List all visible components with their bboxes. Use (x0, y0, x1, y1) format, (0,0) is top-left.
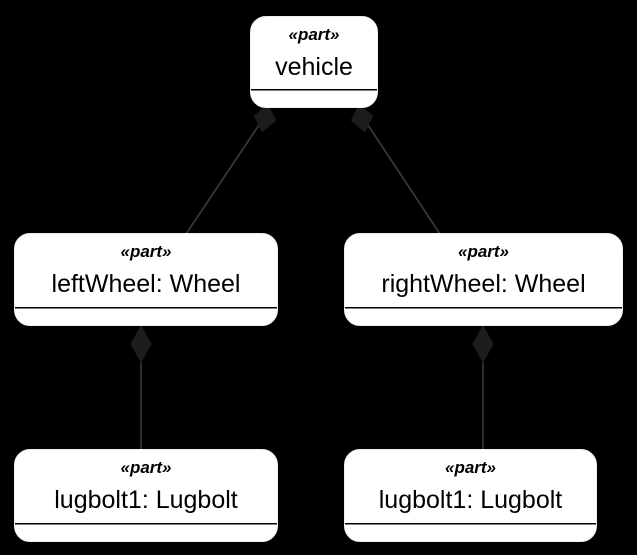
node-rightwheel-label: rightWheel: Wheel (381, 270, 586, 298)
node-vehicle-body: «part» vehicle (251, 26, 377, 80)
node-lugbolt-right-divider (345, 523, 596, 526)
node-vehicle-stereotype: «part» (288, 25, 340, 44)
node-leftwheel[interactable]: «part» leftWheel: Wheel (14, 233, 278, 326)
composition-diamond-leftwheel-lugbolt (130, 324, 152, 364)
edge-vehicle-leftwheel (185, 115, 266, 235)
node-lugbolt-left-divider (15, 523, 277, 526)
node-lugbolt-right-compartment (345, 525, 596, 541)
node-vehicle-divider (251, 89, 377, 92)
node-leftwheel-label: leftWheel: Wheel (51, 270, 241, 298)
node-leftwheel-compartment (15, 309, 277, 325)
node-lugbolt-right-label: lugbolt1: Lugbolt (378, 486, 563, 514)
node-leftwheel-divider (15, 307, 277, 310)
node-lugbolt-left[interactable]: «part» lugbolt1: Lugbolt (14, 449, 278, 542)
node-rightwheel-stereotype: «part» (457, 242, 510, 261)
composition-diamond-rightwheel-lugbolt (472, 324, 494, 364)
node-lugbolt-left-compartment (15, 525, 277, 541)
node-lugbolt-left-label: lugbolt1: Lugbolt (54, 486, 238, 514)
node-lugbolt-right-stereotype: «part» (444, 458, 497, 477)
node-rightwheel-body: «part» rightWheel: Wheel (345, 243, 622, 297)
node-leftwheel-body: «part» leftWheel: Wheel (15, 243, 277, 297)
node-vehicle-label: vehicle (275, 53, 353, 81)
node-rightwheel[interactable]: «part» rightWheel: Wheel (344, 233, 623, 326)
node-rightwheel-compartment (345, 309, 622, 325)
edge-vehicle-rightwheel (361, 115, 441, 235)
node-rightwheel-divider (345, 307, 622, 310)
node-vehicle[interactable]: «part» vehicle (250, 16, 378, 108)
node-lugbolt-right-body: «part» lugbolt1: Lugbolt (345, 459, 596, 513)
node-leftwheel-stereotype: «part» (120, 242, 172, 261)
node-lugbolt-right[interactable]: «part» lugbolt1: Lugbolt (344, 449, 597, 542)
node-lugbolt-left-body: «part» lugbolt1: Lugbolt (15, 459, 277, 513)
node-vehicle-compartment (251, 91, 377, 107)
node-lugbolt-left-stereotype: «part» (120, 458, 172, 477)
